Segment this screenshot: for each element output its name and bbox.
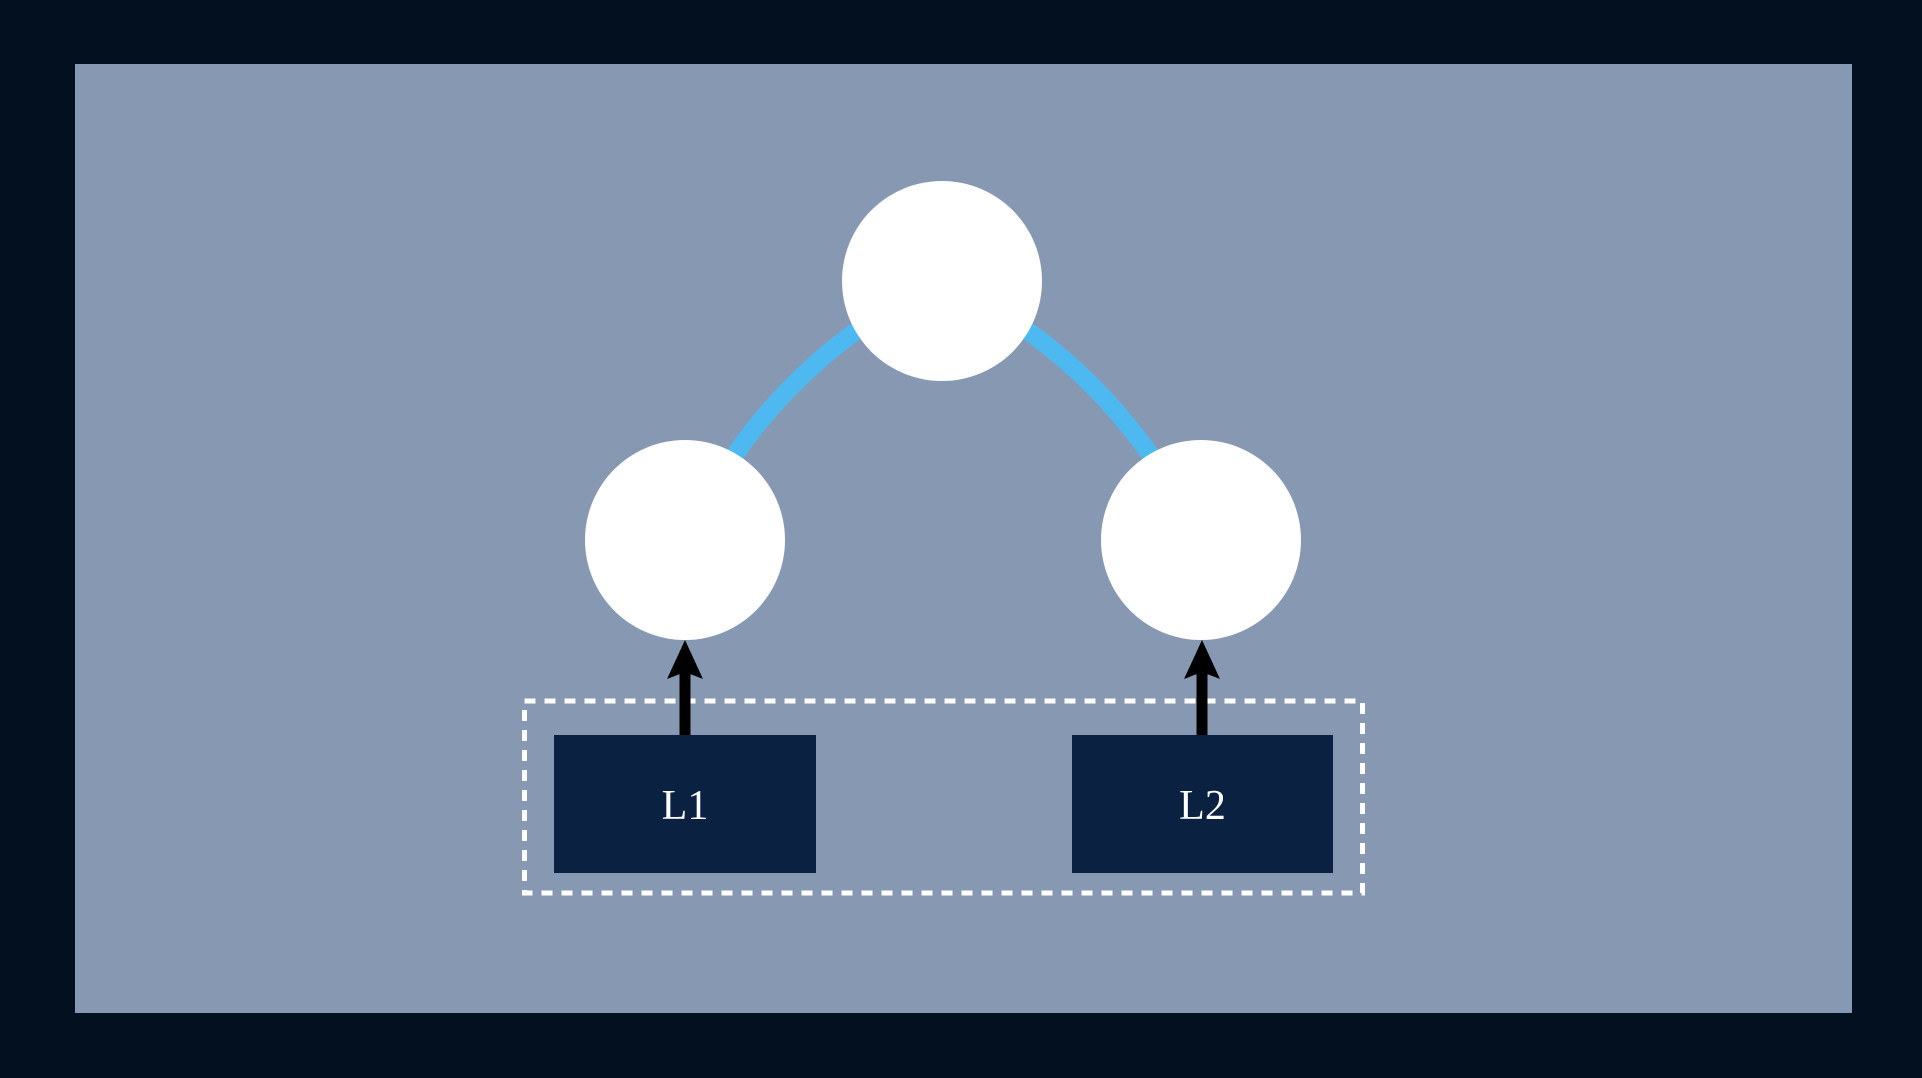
arrow-l2-to-right-node <box>1184 640 1220 735</box>
arrow-l1-shaft <box>679 668 691 735</box>
node-top <box>842 181 1042 381</box>
node-right <box>1101 440 1301 640</box>
arrow-l1-to-left-node <box>667 640 703 735</box>
group-dashed-border <box>522 698 1365 896</box>
l1-label: L1 <box>662 783 709 829</box>
arrow-l2-head-icon <box>1184 640 1220 679</box>
node-left <box>585 440 785 640</box>
l1-box <box>554 735 816 873</box>
l2-label: L2 <box>1179 783 1226 829</box>
arrow-l2-shaft <box>1196 668 1208 735</box>
l2-box <box>1072 735 1333 873</box>
arrow-l1-head-icon <box>667 640 703 679</box>
